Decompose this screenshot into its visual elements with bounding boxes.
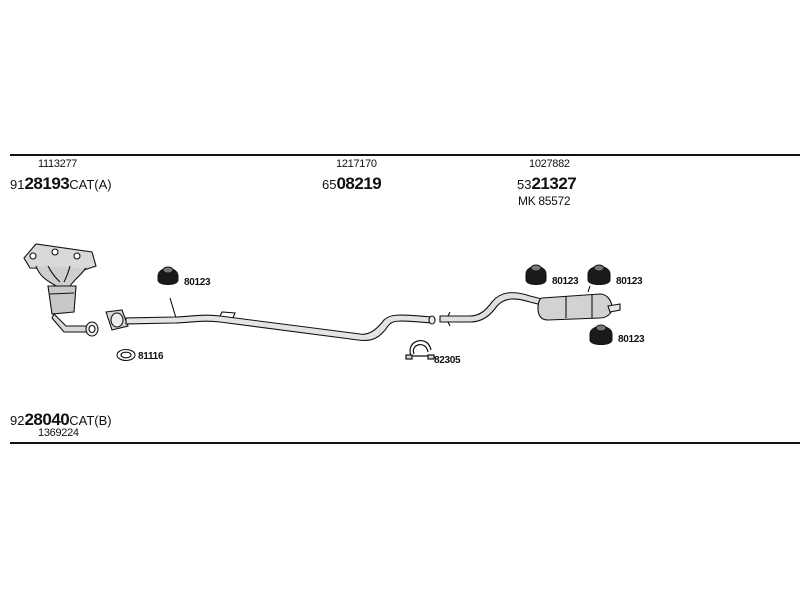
part-number-prefix: 91	[10, 177, 25, 192]
part-number-main: 28193	[24, 174, 70, 193]
rear-silencer	[439, 285, 621, 327]
part-number-prefix: 53	[517, 177, 532, 192]
pipe-clamp	[405, 340, 435, 360]
gasket	[116, 348, 136, 362]
rubber-hanger-rear-2	[587, 264, 611, 285]
ref-number-bottom: 1369224	[38, 427, 79, 439]
part-number-main: 21327	[531, 174, 577, 193]
rubber-hanger-rear-3	[589, 324, 613, 345]
tag-hanger-front: 80123	[184, 277, 211, 288]
part-number-catalyst-a: 9128193CAT(A)	[10, 175, 112, 192]
ref-number-3: 1027882	[529, 158, 570, 170]
part-number-suffix: CAT(A)	[69, 177, 112, 192]
tag-gasket: 81116	[138, 351, 164, 362]
mounting-kit-number: MK 85572	[518, 194, 571, 208]
part-number-prefix: 65	[322, 177, 337, 192]
tag-hanger-rear-2: 80123	[616, 276, 643, 287]
exhaust-manifold-catalyst	[23, 243, 99, 337]
tag-clamp: 82305	[434, 355, 461, 366]
part-number-main: 08219	[336, 174, 382, 193]
ref-number-1: 1113277	[38, 158, 78, 170]
part-number-main: 28040	[24, 410, 70, 429]
part-number-prefix: 92	[10, 413, 25, 428]
part-number-rear-silencer: 5321327	[517, 174, 577, 193]
ref-number-2: 1217170	[336, 158, 377, 170]
tag-hanger-rear-1: 80123	[552, 276, 579, 287]
part-number-suffix: CAT(B)	[69, 413, 112, 428]
part-number-catalyst-b: 9228040CAT(B)	[10, 411, 112, 428]
rubber-hanger-front	[157, 266, 179, 285]
rubber-hanger-rear-1	[525, 264, 547, 285]
tag-hanger-rear-3: 80123	[618, 334, 645, 345]
top-divider-line	[10, 154, 800, 156]
part-number-middle-pipe: 6508219	[322, 174, 382, 193]
middle-pipe	[105, 297, 436, 342]
bottom-divider-line	[10, 442, 800, 444]
